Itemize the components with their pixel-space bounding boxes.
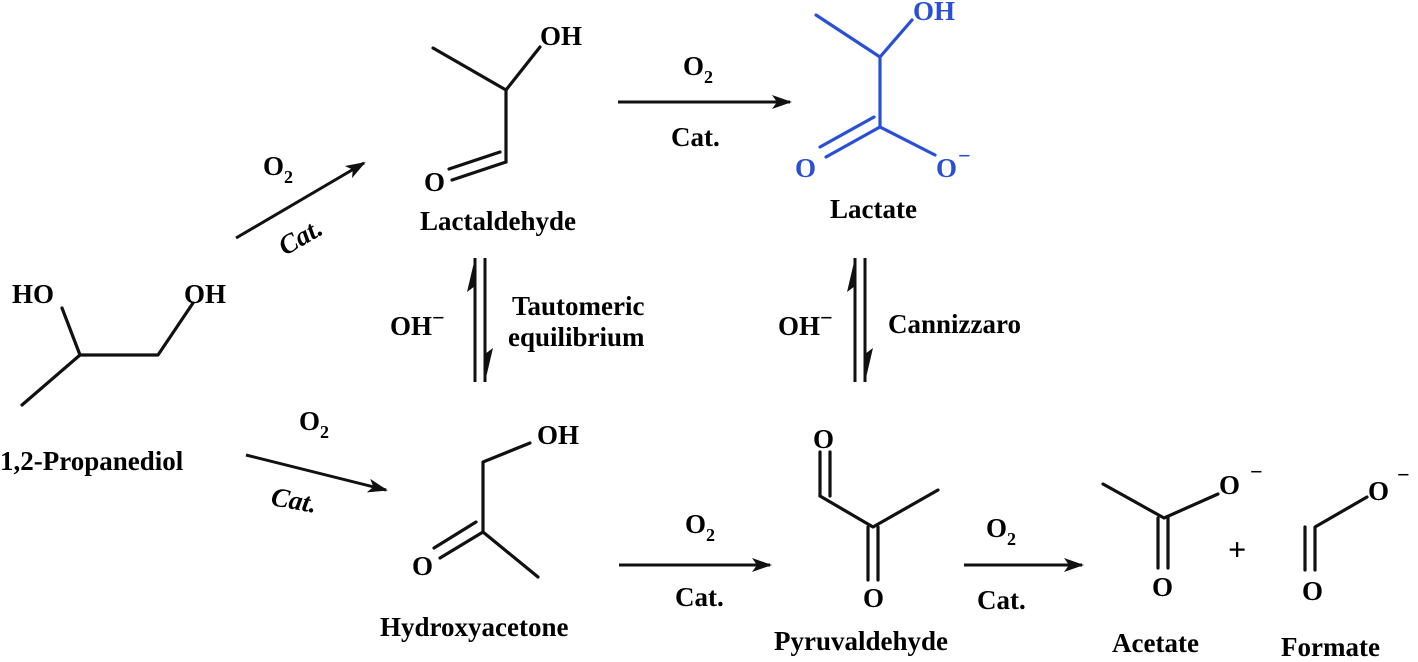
lactaldehyde-hydroxyl-bond: [504, 45, 542, 92]
acetate-name: Acetate: [1112, 628, 1199, 658]
hydroxyacetone-o-label: O: [412, 551, 433, 581]
hydroxyacetone-name: Hydroxyacetone: [380, 612, 568, 642]
hydroxyacetone-structure: OH O Hydroxyacetone: [380, 420, 579, 642]
oxidant-label: O2: [299, 406, 329, 442]
formate-chain-bond: [1313, 495, 1369, 572]
formate-charge: −: [1397, 462, 1410, 487]
equilibrium-up-harpoon: [467, 258, 475, 292]
arrow-lactaldehyde-to-lactate: O2 Cat.: [618, 51, 792, 152]
oxidant-label: O2: [986, 513, 1016, 549]
lactaldehyde-carbonyl-bond: [450, 160, 508, 182]
tautomeric-label-line1: Tautomeric: [512, 291, 644, 321]
propanediol-backbone-bond: [20, 301, 195, 407]
oxidant-label: O2: [263, 151, 293, 187]
lactate-charge: −: [958, 143, 971, 168]
catalyst-label: Cat.: [269, 481, 319, 518]
oxidant-label: O2: [683, 51, 713, 87]
acetate-structure: O − O Acetate: [1101, 459, 1263, 658]
oxidant-label: O2: [685, 509, 715, 545]
arrow-hydroxyacetone-to-pyruvaldehyde: O2 Cat.: [619, 509, 772, 612]
equilibrium-arrows-tautomeric: OH− Tautomeric equilibrium: [390, 258, 645, 382]
plus-sign: +: [1228, 531, 1246, 567]
lactate-name: Lactate: [830, 194, 917, 224]
catalyst-label: Cat.: [273, 212, 328, 261]
propanediol-oh-label: OH: [184, 279, 226, 309]
lactate-o-minus-label: O: [936, 153, 957, 183]
lactaldehyde-name: Lactaldehyde: [420, 206, 576, 236]
equilibrium-down-harpoon: [485, 348, 493, 382]
pyruvaldehyde-o-bottom-label: O: [863, 583, 884, 613]
arrow-propanediol-to-lactaldehyde: O2 Cat.: [235, 151, 366, 261]
hydroxyacetone-oh-label: OH: [537, 420, 579, 450]
lactate-carbonyl-bond: [824, 125, 882, 159]
catalyst-label: Cat.: [671, 122, 720, 152]
lactaldehyde-structure: OH O Lactaldehyde: [420, 21, 582, 236]
lactate-chain-bond: [814, 13, 882, 129]
lactate-carbonyl-double-bond: [818, 115, 876, 149]
pyruvaldehyde-chain-bond: [818, 488, 940, 529]
catalyst-label: Cat.: [977, 585, 1026, 615]
reaction-arrow: [235, 161, 366, 240]
pyruvaldehyde-structure: O O Pyruvaldehyde: [774, 424, 948, 656]
propanediol-ho-label: HO: [12, 279, 54, 309]
formate-structure: O − O Formate: [1281, 462, 1410, 662]
lactaldehyde-carbonyl-double-bond: [447, 150, 502, 171]
lactaldehyde-oh-label: OH: [540, 21, 582, 51]
formate-name: Formate: [1281, 632, 1380, 662]
cannizzaro-label: Cannizzaro: [888, 309, 1021, 339]
acetate-chain-bond: [1101, 482, 1220, 520]
propanediol-hydroxyl-bond: [60, 306, 82, 357]
acetate-o-minus-label: O: [1219, 470, 1240, 500]
equilibrium-arrows-cannizzaro: OH− Cannizzaro: [778, 258, 1021, 382]
lactate-hydroxyl-bond: [878, 18, 914, 59]
acetate-o-label: O: [1152, 572, 1173, 602]
formate-o-minus-label: O: [1368, 476, 1389, 506]
propanediol-structure: HO OH 1,2-Propanediol: [0, 279, 226, 476]
lactaldehyde-chain-bond: [431, 46, 508, 164]
hydroxyacetone-carbonyl-bond: [438, 530, 485, 560]
tautomeric-label-line2: equilibrium: [508, 322, 645, 352]
pyruvaldehyde-name: Pyruvaldehyde: [774, 626, 948, 656]
hydroxyacetone-carbonyl-double-bond: [432, 520, 478, 550]
arrow-pyruvaldehyde-to-products: O2 Cat.: [964, 513, 1084, 615]
lactate-structure: OH O O −: [795, 0, 971, 183]
catalyst-label: Cat.: [675, 582, 724, 612]
reaction-arrow: [245, 453, 388, 493]
formate-o-label: O: [1302, 576, 1323, 606]
lactate-oh-label: OH: [913, 0, 955, 26]
equilibrium-down-harpoon: [865, 348, 873, 382]
base-label: OH−: [778, 305, 833, 341]
arrow-propanediol-to-hydroxyacetone: O2 Cat.: [245, 406, 388, 519]
lactaldehyde-o-label: O: [424, 167, 445, 197]
pyruvaldehyde-o-top-label: O: [813, 424, 834, 454]
lactate-oxide-bond: [878, 125, 937, 157]
propanediol-name: 1,2-Propanediol: [0, 446, 184, 476]
equilibrium-up-harpoon: [847, 258, 855, 292]
base-label: OH−: [390, 305, 445, 341]
acetate-charge: −: [1250, 459, 1263, 484]
lactate-o-label: O: [795, 153, 816, 183]
hydroxyacetone-chain-bond: [481, 441, 540, 579]
